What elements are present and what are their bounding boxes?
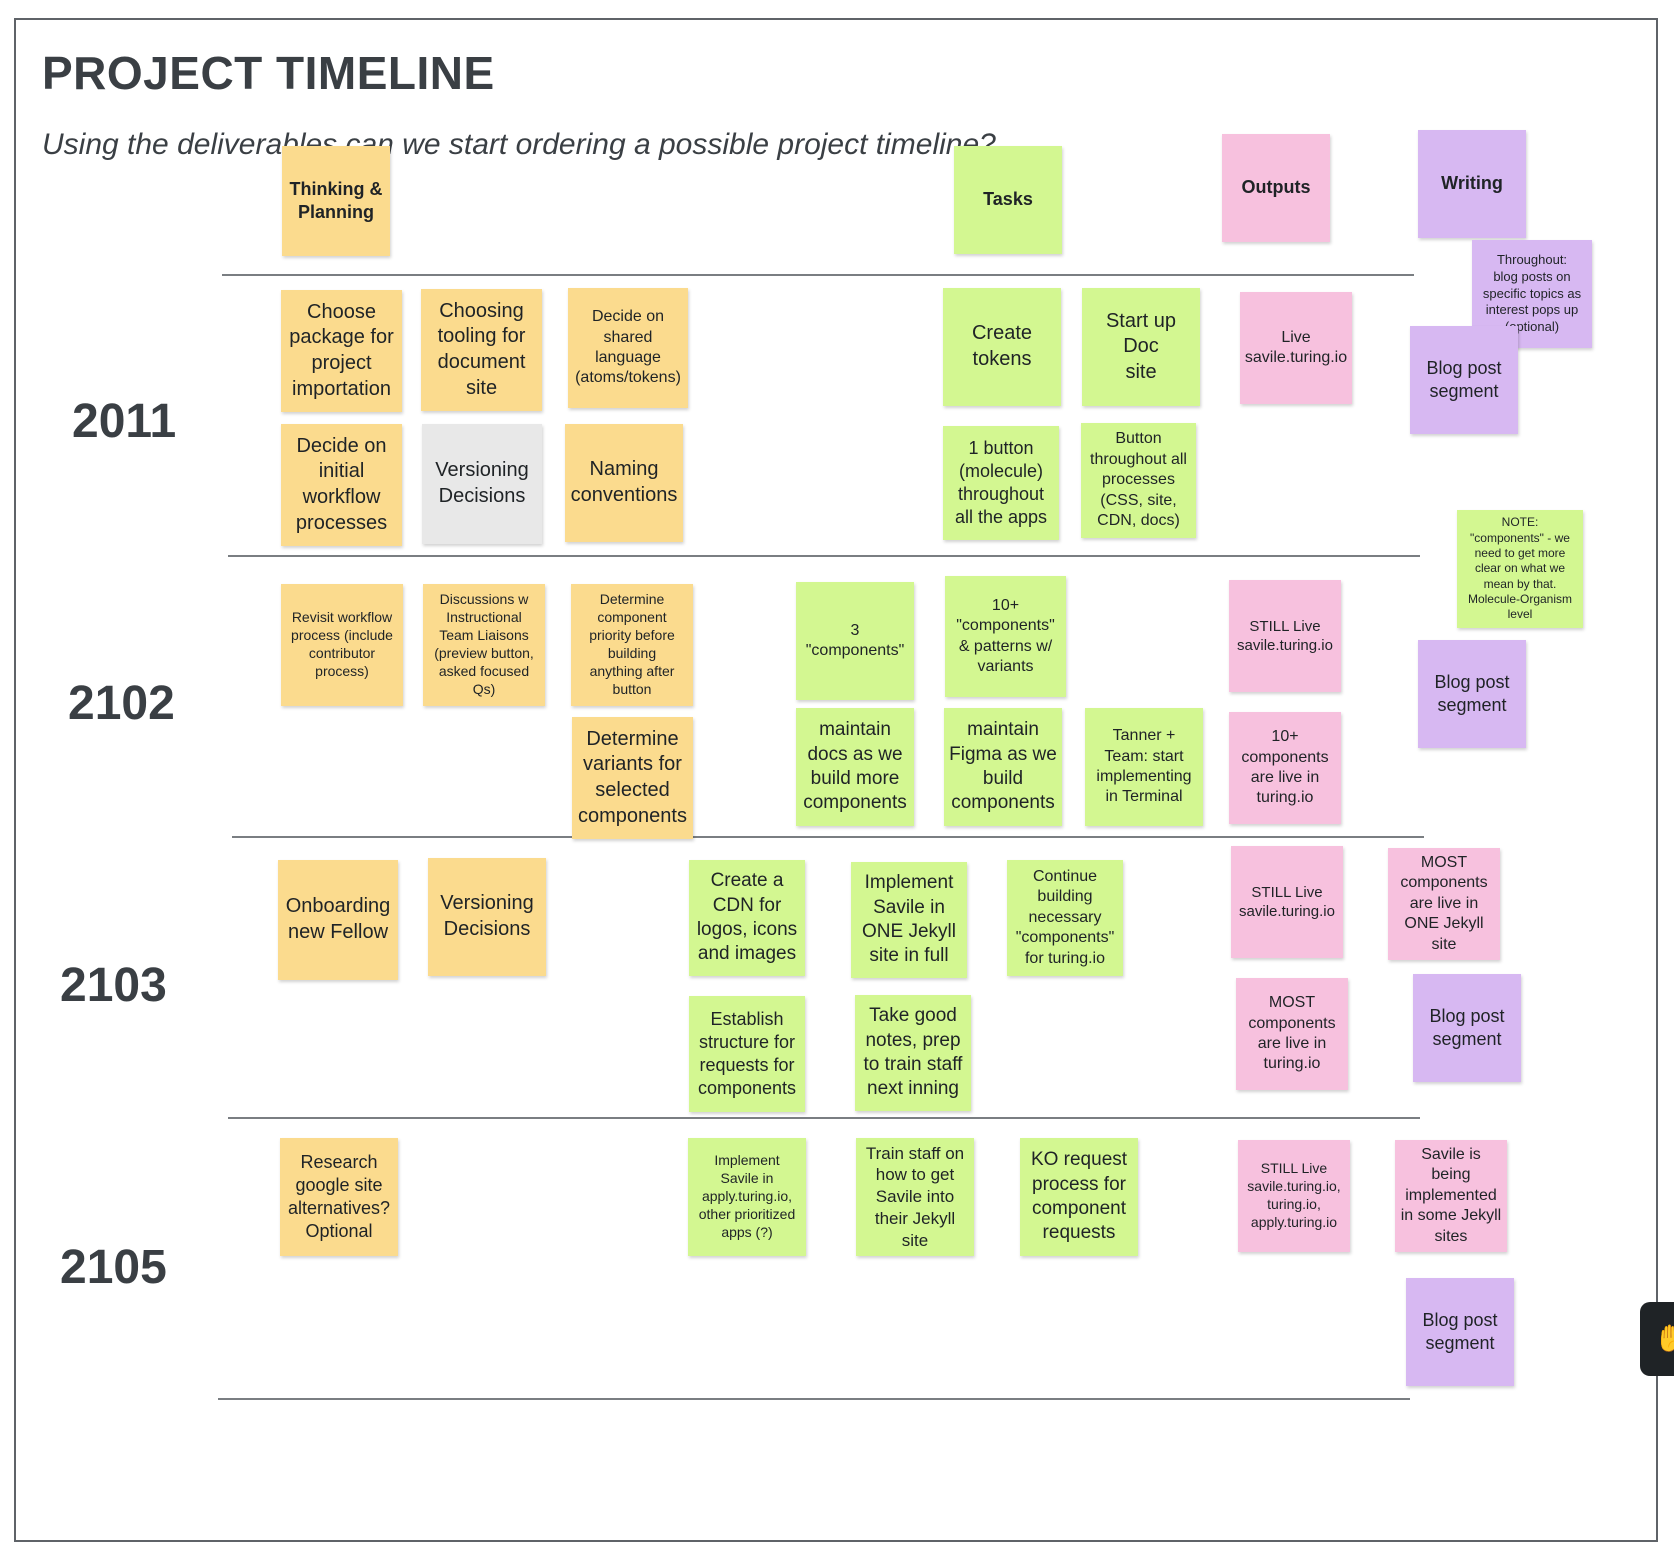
sticky-note-start-doc-site[interactable]: Start up Doc site xyxy=(1082,288,1200,406)
sticky-note-ten-components-patterns[interactable]: 10+ "components" & patterns w/ variants xyxy=(945,576,1066,697)
sticky-note-ko-request[interactable]: KO request process for component request… xyxy=(1020,1138,1138,1256)
sticky-note-still-live-2102[interactable]: STILL Live savile.turing.io xyxy=(1229,580,1341,692)
sticky-note-component-priority[interactable]: Determine component priority before buil… xyxy=(571,584,693,706)
sticky-note-choose-package[interactable]: Choose package for project importation xyxy=(281,290,402,412)
sticky-note-establish-structure[interactable]: Establish structure for requests for com… xyxy=(689,996,805,1112)
scroll-handle[interactable]: ✋ xyxy=(1640,1302,1674,1376)
header-outputs[interactable]: Outputs xyxy=(1222,134,1330,242)
sticky-note-train-staff[interactable]: Train staff on how to get Savile into th… xyxy=(856,1138,974,1256)
sticky-note-still-live-2105[interactable]: STILL Live savile.turing.io, turing.io, … xyxy=(1238,1140,1350,1252)
sticky-note-versioning-decisions-2103[interactable]: Versioning Decisions xyxy=(428,858,546,976)
header-tasks[interactable]: Tasks xyxy=(954,146,1062,254)
row-divider xyxy=(232,836,1424,838)
header-writing[interactable]: Writing xyxy=(1418,130,1526,238)
sticky-note-determine-variants[interactable]: Determine variants for selected componen… xyxy=(572,717,693,839)
sticky-note-still-live-2103[interactable]: STILL Live savile.turing.io xyxy=(1231,846,1343,958)
sticky-note-create-tokens[interactable]: Create tokens xyxy=(943,288,1061,406)
sticky-note-blog-post-2102[interactable]: Blog post segment xyxy=(1418,640,1526,748)
sticky-note-blog-post-2011[interactable]: Blog post segment xyxy=(1410,326,1518,434)
sticky-note-live-savile[interactable]: Live savile.turing.io xyxy=(1240,292,1352,404)
sticky-note-button-throughout[interactable]: Button throughout all processes (CSS, si… xyxy=(1081,423,1196,538)
row-label-2102: 2102 xyxy=(68,677,175,730)
sticky-note-components-note[interactable]: NOTE: "components" - we need to get more… xyxy=(1457,510,1583,628)
sticky-note-continue-building[interactable]: Continue building necessary "components"… xyxy=(1007,860,1123,976)
row-divider xyxy=(218,1398,1410,1400)
row-label-2105: 2105 xyxy=(60,1241,167,1294)
sticky-note-revisit-workflow[interactable]: Revisit workflow process (include contri… xyxy=(281,584,403,706)
sticky-note-initial-workflow[interactable]: Decide on initial workflow processes xyxy=(281,424,402,546)
hand-icon: ✋ xyxy=(1654,1324,1674,1354)
sticky-note-implement-apply[interactable]: Implement Savile in apply.turing.io, oth… xyxy=(688,1138,806,1256)
sticky-note-choosing-tooling[interactable]: Choosing tooling for document site xyxy=(421,289,542,411)
sticky-note-ten-live-turing[interactable]: 10+ components are live in turing.io xyxy=(1229,712,1341,824)
sticky-note-implement-one-jekyll[interactable]: Implement Savile in ONE Jekyll site in f… xyxy=(851,862,967,978)
row-label-2103: 2103 xyxy=(60,959,167,1012)
board-subtitle: Using the deliverables can we start orde… xyxy=(42,128,996,161)
row-divider xyxy=(228,555,1420,557)
row-divider xyxy=(228,1117,1420,1119)
whiteboard-canvas[interactable]: PROJECT TIMELINE Using the deliverables … xyxy=(14,18,1658,1542)
sticky-note-most-jekyll[interactable]: MOST components are live in ONE Jekyll s… xyxy=(1388,848,1500,960)
sticky-note-three-components[interactable]: 3 "components" xyxy=(796,582,914,700)
sticky-note-one-button[interactable]: 1 button (molecule) throughout all the a… xyxy=(943,426,1059,540)
sticky-note-take-good-notes[interactable]: Take good notes, prep to train staff nex… xyxy=(855,995,971,1111)
sticky-note-maintain-docs[interactable]: maintain docs as we build more component… xyxy=(796,708,914,826)
board-title: PROJECT TIMELINE xyxy=(42,47,495,99)
row-divider xyxy=(222,274,1414,276)
sticky-note-maintain-figma[interactable]: maintain Figma as we build components xyxy=(944,708,1062,826)
sticky-note-versioning-decisions[interactable]: Versioning Decisions xyxy=(422,424,542,544)
sticky-note-savile-some-jekyll[interactable]: Savile is being implemented in some Jeky… xyxy=(1395,1140,1507,1252)
sticky-note-most-turing[interactable]: MOST components are live in turing.io xyxy=(1236,978,1348,1090)
sticky-note-blog-post-2105[interactable]: Blog post segment xyxy=(1406,1278,1514,1386)
sticky-note-blog-post-2103[interactable]: Blog post segment xyxy=(1413,974,1521,1082)
sticky-note-naming-conventions[interactable]: Naming conventions xyxy=(565,424,683,542)
sticky-note-tanner-terminal[interactable]: Tanner + Team: start implementing in Ter… xyxy=(1085,708,1203,826)
sticky-note-research-google[interactable]: Research google site alternatives? Optio… xyxy=(280,1138,398,1256)
sticky-note-onboarding-fellow[interactable]: Onboarding new Fellow xyxy=(278,860,398,980)
sticky-note-discussions[interactable]: Discussions w Instructional Team Liaison… xyxy=(423,584,545,706)
sticky-note-shared-language[interactable]: Decide on shared language (atoms/tokens) xyxy=(568,288,688,408)
row-label-2011: 2011 xyxy=(72,395,177,448)
sticky-note-create-cdn[interactable]: Create a CDN for logos, icons and images xyxy=(689,860,805,976)
header-thinking-planning[interactable]: Thinking & Planning xyxy=(282,146,390,256)
